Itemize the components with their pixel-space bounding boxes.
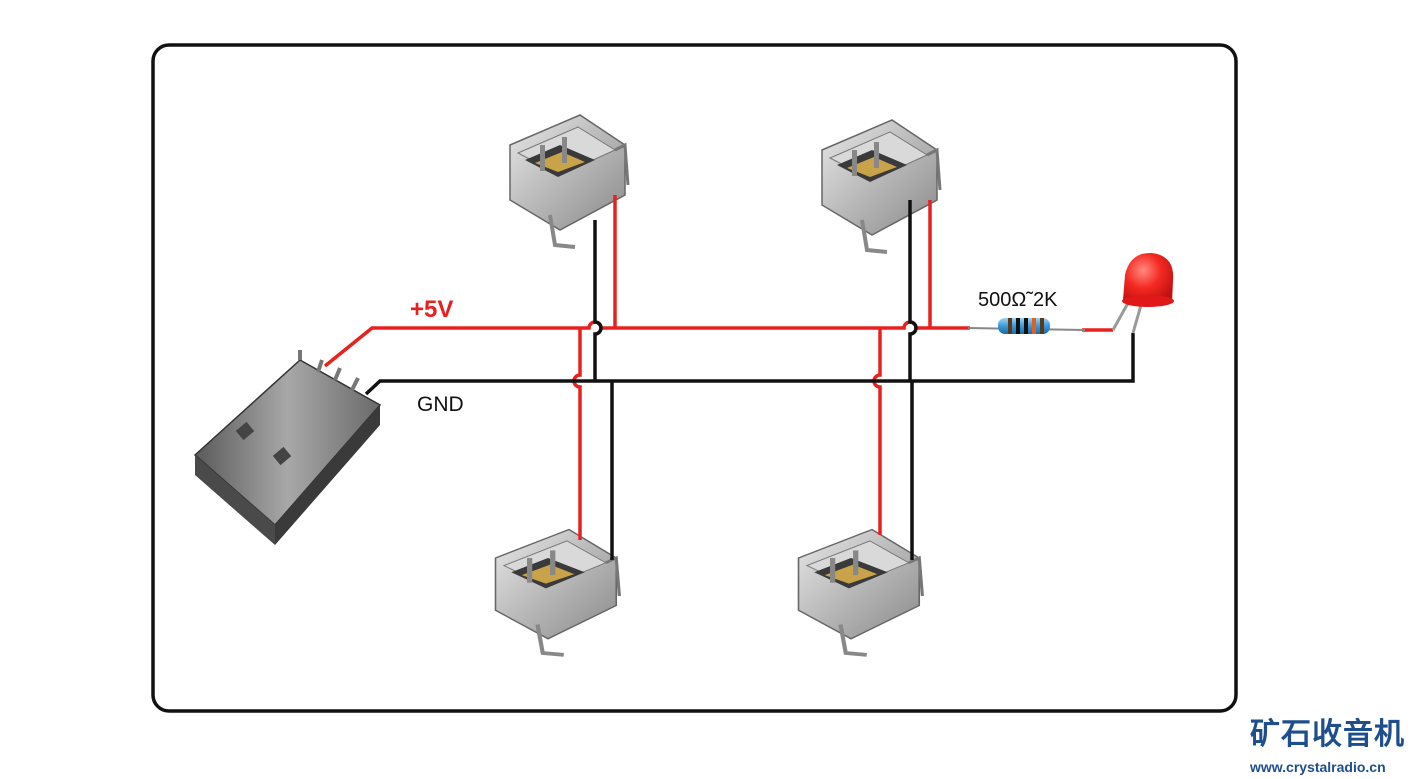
enclosure-border [151,43,1238,713]
led [1111,252,1174,334]
resistor [967,318,1086,334]
gnd-label: GND [417,393,464,416]
usb-receptacle-bottom-right [799,530,923,655]
usb-receptacle-top-left [508,113,630,249]
vcc-wires [323,195,1113,540]
gnd-wire-top-right [908,200,918,381]
resistor-value-label: 500Ω˜2K [978,289,1058,311]
vcc-bus-wire [323,320,970,368]
gnd-bus-wire [364,333,1135,396]
usb-receptacle-top-right [820,118,942,254]
vcc-label: +5V [410,296,454,323]
watermark-title: 矿石收音机 [1250,717,1405,752]
vcc-wire-bottom-left [572,328,582,540]
usb-plug [193,350,382,545]
vcc-wire-bottom-right [872,328,882,535]
gnd-wire-top-left [593,220,603,381]
watermark-url: www.crystalradio.cn [1250,759,1386,775]
gnd-wires [364,200,1135,560]
usb-receptacle-bottom-left [496,530,620,655]
